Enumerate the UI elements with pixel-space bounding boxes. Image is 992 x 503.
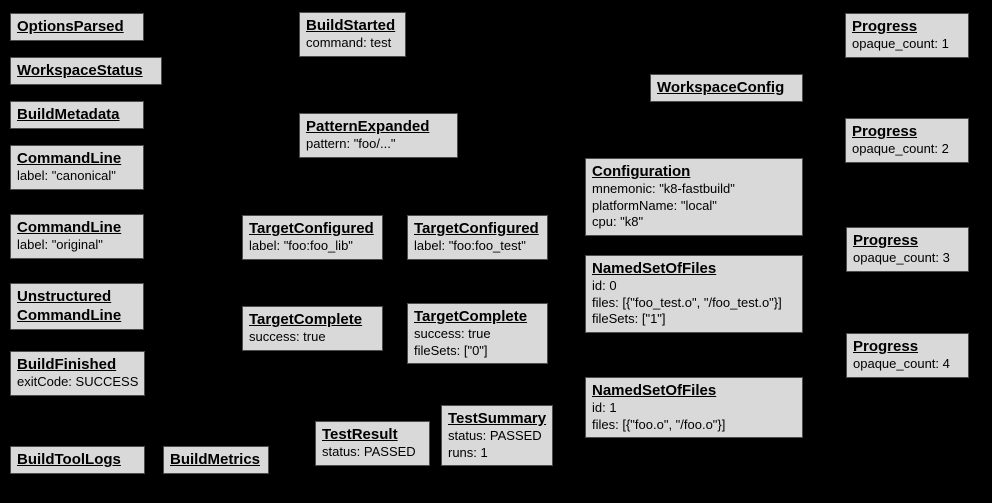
event-box-configuration: Configuration mnemonic: "k8-fastbuild" p… — [585, 158, 803, 236]
event-box-target-configured-lib: TargetConfigured label: "foo:foo_lib" — [242, 215, 383, 260]
event-field: label: "foo:foo_test" — [414, 238, 526, 253]
event-title: BuildStarted — [306, 17, 396, 34]
event-field: id: 0 — [592, 278, 617, 293]
event-box-pattern-expanded: PatternExpanded pattern: "foo/..." — [299, 113, 458, 158]
event-title: Progress — [853, 232, 919, 249]
event-box-test-result: TestResult status: PASSED — [315, 421, 430, 466]
event-title: TestSummary — [448, 410, 547, 427]
event-box-target-configured-test: TargetConfigured label: "foo:foo_test" — [407, 215, 548, 260]
event-field: opaque_count: 3 — [853, 250, 950, 265]
event-title: PatternExpanded — [306, 118, 430, 135]
event-field: files: [{"foo.o", "/foo.o"}] — [592, 416, 726, 432]
event-title: Progress — [853, 338, 919, 355]
event-title: BuildMetadata — [17, 106, 120, 123]
event-box-build-finished: BuildFinished exitCode: SUCCESS — [10, 351, 145, 396]
event-field: label: "foo:foo_lib" — [249, 238, 353, 253]
event-field: files: [{"foo_test.o", "/foo_test.o"}] — [592, 294, 782, 310]
event-title: BuildFinished — [17, 356, 117, 373]
event-box-build-tool-logs: BuildToolLogs — [10, 446, 145, 474]
event-field: opaque_count: 4 — [853, 356, 950, 371]
event-box-unstructured-command-line: Unstructured CommandLine — [10, 283, 144, 330]
event-title: Progress — [852, 18, 918, 35]
event-title: OptionsParsed — [17, 18, 124, 35]
event-box-test-summary: TestSummary status: PASSED runs: 1 — [441, 405, 553, 466]
event-title: NamedSetOfFiles — [592, 382, 717, 399]
event-field: fileSets: ["1"] — [592, 311, 666, 326]
event-title: WorkspaceConfig — [657, 79, 785, 96]
event-title: Configuration — [592, 163, 691, 180]
event-box-build-metadata: BuildMetadata — [10, 101, 144, 129]
event-box-build-started: BuildStarted command: test — [299, 12, 406, 57]
event-field: success: true — [249, 329, 326, 344]
event-field: exitCode: SUCCESS — [17, 374, 139, 389]
event-box-build-metrics: BuildMetrics — [163, 446, 269, 474]
event-field: command: test — [306, 35, 392, 50]
event-box-command-line-original: CommandLine label: "original" — [10, 214, 144, 259]
event-field: platformName: "local" — [592, 197, 717, 213]
event-title: TargetConfigured — [249, 220, 374, 237]
event-field: runs: 1 — [448, 444, 488, 460]
event-title: TargetComplete — [414, 308, 528, 325]
event-field: mnemonic: "k8-fastbuild" — [592, 181, 735, 196]
event-field: success: true — [414, 326, 491, 341]
event-title: Unstructured CommandLine — [17, 288, 122, 324]
event-field: id: 1 — [592, 400, 617, 415]
event-field: opaque_count: 2 — [852, 141, 949, 156]
event-field: pattern: "foo/..." — [306, 136, 396, 151]
event-field: fileSets: ["0"] — [414, 342, 488, 358]
event-field: status: PASSED — [448, 428, 542, 443]
event-box-progress-2: Progress opaque_count: 2 — [845, 118, 969, 163]
event-title: BuildToolLogs — [17, 451, 121, 468]
event-title: TargetComplete — [249, 311, 363, 328]
event-field: label: "canonical" — [17, 168, 116, 183]
event-title: WorkspaceStatus — [17, 62, 143, 79]
event-field: opaque_count: 1 — [852, 36, 949, 51]
event-title: TargetConfigured — [414, 220, 539, 237]
event-box-workspace-status: WorkspaceStatus — [10, 57, 162, 85]
event-title: CommandLine — [17, 219, 122, 236]
event-box-named-set-of-files-0: NamedSetOfFiles id: 0 files: [{"foo_test… — [585, 255, 803, 333]
event-box-progress-1: Progress opaque_count: 1 — [845, 13, 969, 58]
event-title: Progress — [852, 123, 918, 140]
event-title: TestResult — [322, 426, 398, 443]
event-field: cpu: "k8" — [592, 214, 644, 229]
event-box-progress-4: Progress opaque_count: 4 — [846, 333, 969, 378]
event-box-named-set-of-files-1: NamedSetOfFiles id: 1 files: [{"foo.o", … — [585, 377, 803, 438]
event-box-command-line-canonical: CommandLine label: "canonical" — [10, 145, 144, 190]
event-box-target-complete-lib: TargetComplete success: true — [242, 306, 383, 351]
event-box-progress-3: Progress opaque_count: 3 — [846, 227, 969, 272]
event-box-workspace-config: WorkspaceConfig — [650, 74, 803, 102]
event-title: BuildMetrics — [170, 451, 261, 468]
event-field: status: PASSED — [322, 444, 416, 459]
event-box-target-complete-test: TargetComplete success: true fileSets: [… — [407, 303, 548, 364]
event-title: NamedSetOfFiles — [592, 260, 717, 277]
event-title: CommandLine — [17, 150, 122, 167]
event-box-options-parsed: OptionsParsed — [10, 13, 144, 41]
event-field: label: "original" — [17, 237, 103, 252]
